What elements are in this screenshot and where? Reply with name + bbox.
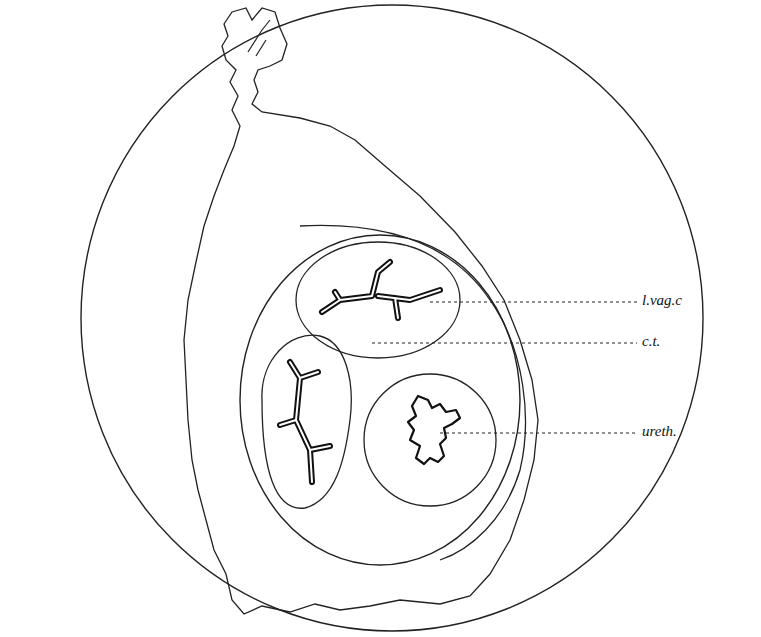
- field-circle: [81, 5, 703, 631]
- connective-tissue-oval: [240, 235, 520, 565]
- urethra-lumen: [408, 396, 460, 464]
- part-label: l.vag.c: [641, 293, 683, 308]
- capsule-line: [300, 225, 525, 560]
- leader-line: [372, 302, 637, 433]
- urethra-section: [364, 374, 496, 506]
- part-label: ureth.: [641, 424, 678, 439]
- lumen: [322, 262, 440, 318]
- lumen: [280, 362, 330, 482]
- part-label: c.t.: [641, 334, 661, 349]
- vaginal-canal-section: [296, 242, 460, 358]
- knob-detail: [248, 20, 270, 56]
- vaginal-canal-section: [262, 335, 351, 508]
- tissue-outline: [184, 8, 538, 614]
